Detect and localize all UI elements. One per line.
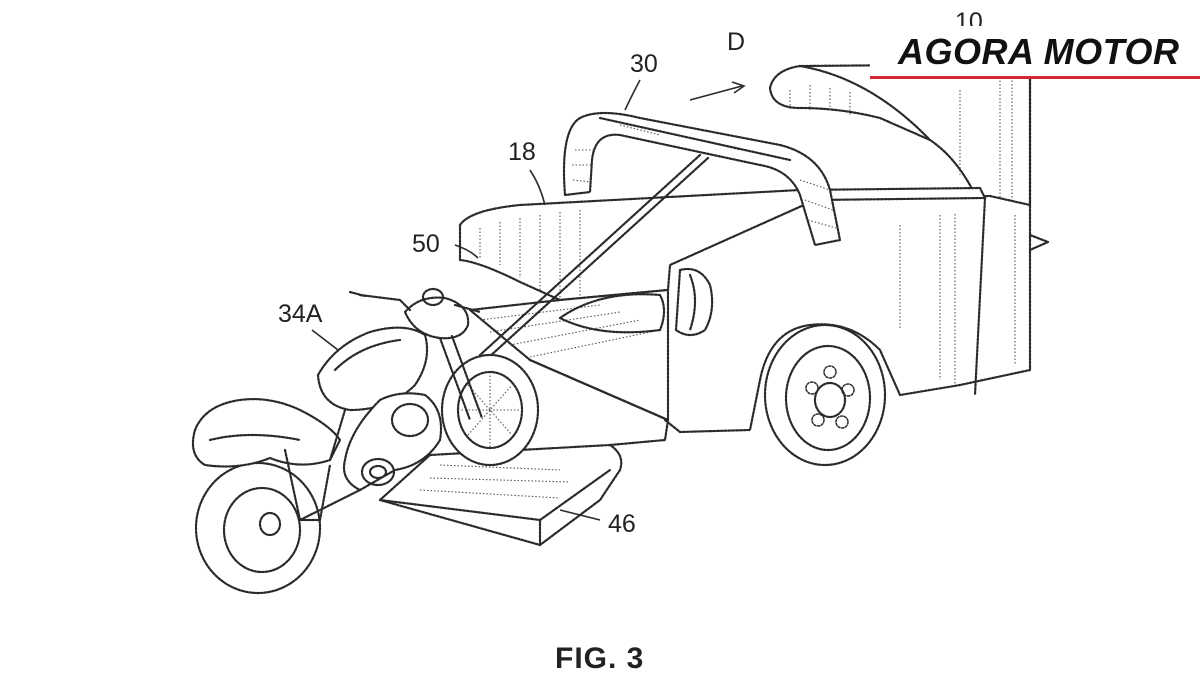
brand-watermark: AGORA MOTOR bbox=[870, 26, 1200, 78]
motorcycle-seat bbox=[193, 399, 340, 466]
label-bed-wall: 18 bbox=[508, 138, 536, 166]
figure-caption: FIG. 3 bbox=[555, 642, 644, 675]
label-tether: 50 bbox=[412, 230, 440, 258]
brand-accent-bar bbox=[870, 76, 1200, 79]
pickup-truck bbox=[460, 64, 1048, 465]
label-direction: D bbox=[727, 28, 745, 56]
label-motorcycle: 34A bbox=[278, 300, 323, 328]
motorcycle-rear-wheel bbox=[196, 463, 320, 593]
label-arch: 30 bbox=[630, 50, 658, 78]
motorcycle bbox=[193, 289, 538, 593]
label-ramp: 46 bbox=[608, 510, 636, 538]
brand-logo-text: AGORA MOTOR bbox=[898, 31, 1180, 73]
